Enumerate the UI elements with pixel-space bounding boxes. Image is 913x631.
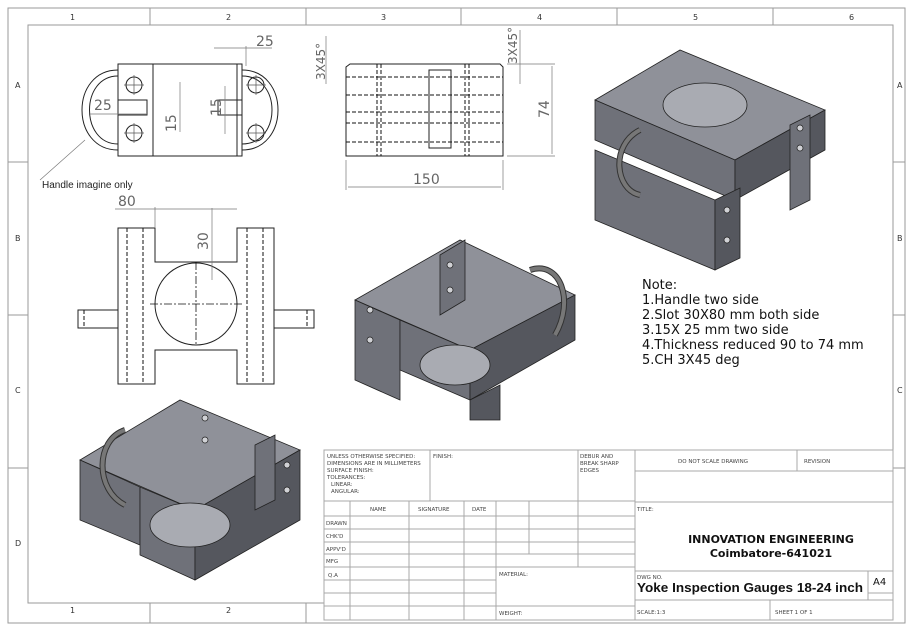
zone-left-a: A — [15, 81, 21, 90]
title-block: UNLESS OTHERWISE SPECIFIED: DIMENSIONS A… — [323, 449, 894, 621]
col-header-date: DATE — [472, 507, 487, 513]
zone-right-a: A — [897, 81, 903, 90]
row-label-checked: CHK'D — [326, 534, 343, 540]
sheet-count: SHEET 1 OF 1 — [775, 610, 813, 616]
dim-30-depth: 30 — [196, 232, 212, 250]
zone-top-1: 1 — [70, 13, 75, 22]
row-label-approved: APPV'D — [326, 547, 346, 553]
title-label: TITLE: — [636, 507, 654, 513]
finish-label: FINISH: — [433, 454, 453, 460]
dim-80-width: 80 — [118, 194, 136, 210]
note-item-2: 2.Slot 30X80 mm both side — [642, 308, 819, 323]
material-label: MATERIAL: — [499, 572, 528, 578]
zone-top-3: 3 — [381, 13, 386, 22]
drawing-number: Yoke Inspection Gauges 18-24 inch — [637, 581, 863, 595]
deburr-line-1: DEBUR AND — [580, 454, 613, 460]
chamfer-dim-side-view: 3X45° — [506, 27, 520, 64]
col-header-name: NAME — [370, 507, 387, 513]
isometric-view-bottom-left — [79, 399, 301, 581]
zone-left-b: B — [15, 234, 21, 243]
dim-150-width: 150 — [413, 172, 440, 188]
top-view: 25 25 15 15 3X45° Handle imagine only — [39, 34, 328, 191]
note-item-3: 3.15X 25 mm two side — [642, 323, 789, 338]
zone-bottom-2: 2 — [226, 606, 231, 615]
dwg-no-label: DWG NO. — [637, 575, 663, 581]
zone-right-c: C — [897, 386, 903, 395]
zone-right-b: B — [897, 234, 903, 243]
zone-bottom-1: 1 — [70, 606, 75, 615]
notes-heading: Note: — [642, 278, 677, 293]
row-label-qa: Q.A — [328, 573, 338, 579]
spec-line-2: DIMENSIONS ARE IN MILLIMETERS — [327, 461, 421, 467]
deburr-line-2: BREAK SHARP — [580, 461, 619, 467]
isometric-view-center — [354, 239, 576, 421]
spec-line-6: ANGULAR: — [331, 489, 360, 495]
chamfer-dim-top-view: 3X45° — [314, 43, 328, 80]
company-location: Coimbatore-641021 — [710, 547, 832, 560]
row-label-mfg: MFG — [326, 559, 338, 565]
zone-left-d: D — [15, 539, 21, 548]
note-item-5: 5.CH 3X45 deg — [642, 353, 740, 368]
deburr-line-3: EDGES — [580, 468, 599, 474]
handle-leader-note: Handle imagine only — [42, 180, 133, 191]
side-view: 74 150 3X45° — [325, 27, 555, 190]
zone-dividers — [8, 8, 905, 623]
zone-top-2: 2 — [226, 13, 231, 22]
row-label-drawn: DRAWN — [326, 521, 347, 527]
sheet-size: A4 — [873, 577, 886, 588]
col-header-signature: SIGNATURE — [418, 507, 450, 513]
isometric-view-top-right — [594, 49, 826, 271]
zone-top-5: 5 — [693, 13, 698, 22]
dim-74-height: 74 — [537, 100, 553, 118]
dim-25-left: 25 — [94, 98, 112, 114]
note-item-1: 1.Handle two side — [642, 293, 759, 308]
company-name: INNOVATION ENGINEERING — [688, 533, 854, 546]
spec-line-1: UNLESS OTHERWISE SPECIFIED: — [327, 454, 415, 460]
spec-line-3: SURFACE FINISH: — [327, 468, 374, 474]
do-not-scale-label: DO NOT SCALE DRAWING — [678, 459, 748, 465]
weight-label: WEIGHT: — [499, 611, 523, 617]
zone-top-6: 6 — [849, 13, 854, 22]
zone-top-4: 4 — [537, 13, 542, 22]
dim-15-right: 15 — [209, 98, 225, 116]
notes-block: Note: 1.Handle two side 2.Slot 30X80 mm … — [642, 278, 864, 368]
revision-label: REVISION — [804, 459, 830, 465]
dim-15-left: 15 — [164, 114, 180, 132]
front-view: 80 30 — [77, 194, 315, 385]
zone-left-c: C — [15, 386, 21, 395]
dim-25-top: 25 — [256, 34, 274, 50]
spec-line-5: LINEAR: — [331, 482, 353, 488]
spec-line-4: TOLERANCES: — [326, 475, 366, 481]
scale-label: SCALE:1:3 — [637, 610, 666, 616]
note-item-4: 4.Thickness reduced 90 to 74 mm — [642, 338, 864, 353]
